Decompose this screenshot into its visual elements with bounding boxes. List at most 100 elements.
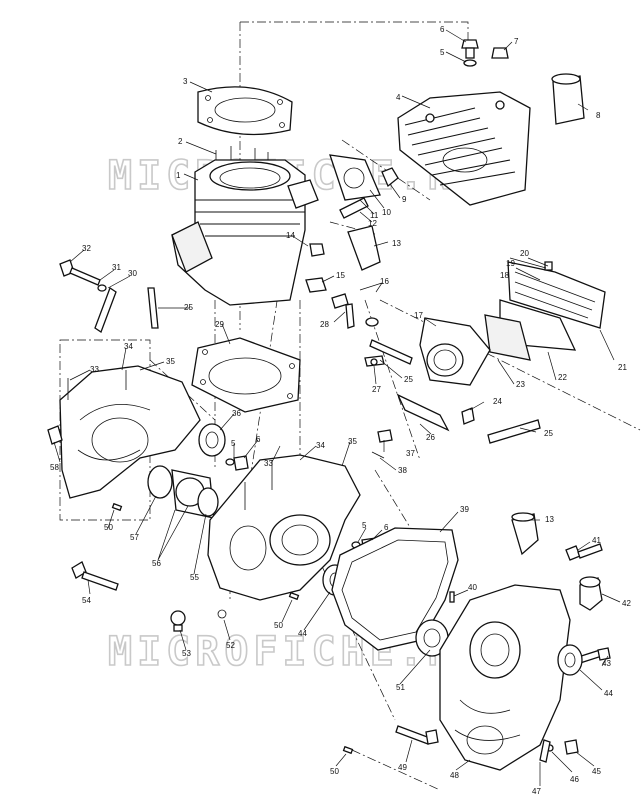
- callout-55: 55: [190, 573, 199, 582]
- callout-53: 53: [182, 649, 191, 658]
- callout-31: 31: [112, 263, 121, 272]
- callout-41: 41: [592, 536, 601, 545]
- callout-56: 56: [152, 559, 161, 568]
- base-gasket: [191, 337, 301, 413]
- callout-50-c: 50: [330, 767, 339, 776]
- callout-40: 40: [468, 583, 477, 592]
- callout-36: 36: [232, 409, 241, 418]
- callout-44-left: 44: [298, 629, 307, 638]
- bearing-seal-36: [198, 423, 226, 457]
- callout-45: 45: [592, 767, 601, 776]
- callout-38: 38: [398, 466, 407, 475]
- intake-clamps: [147, 287, 541, 444]
- callout-19: 19: [506, 259, 515, 268]
- callout-37: 37: [406, 449, 415, 458]
- callout-26: 26: [426, 433, 435, 442]
- callout-12: 12: [368, 219, 377, 228]
- crankshaft-bearings: [147, 465, 219, 519]
- callout-25-b: 25: [404, 375, 413, 384]
- callout-16: 16: [380, 277, 389, 286]
- cylinder-head: [397, 91, 531, 206]
- callout-6-center: 6: [256, 435, 261, 444]
- callout-6-top: 6: [440, 25, 445, 34]
- callout-23: 23: [516, 380, 525, 389]
- plug-53-washer-52: [71, 561, 227, 632]
- callout-24: 24: [493, 397, 502, 406]
- callout-9: 9: [402, 195, 407, 204]
- callout-5-center: 5: [231, 439, 236, 448]
- callout-25-a: 25: [184, 303, 193, 312]
- elbow-tube-lower: [511, 512, 539, 556]
- bolt-43-seal-44: [557, 644, 611, 676]
- callout-42: 42: [622, 599, 631, 608]
- callout-50-a: 50: [104, 523, 113, 532]
- callout-18: 18: [500, 271, 509, 280]
- callout-7: 7: [514, 37, 519, 46]
- callout-47: 47: [532, 787, 541, 796]
- callout-25-c: 25: [544, 429, 553, 438]
- callout-labels: 1 2 3 4 5 6 7 8 9 10 11 12 13 14 15 16 1…: [50, 25, 631, 796]
- callout-46: 46: [570, 775, 579, 784]
- callout-34-right: 34: [316, 441, 325, 450]
- callout-21: 21: [618, 363, 627, 372]
- callout-1: 1: [176, 171, 181, 180]
- coupling-hose: [551, 73, 585, 125]
- head-nut-stack: [461, 39, 509, 67]
- callout-39: 39: [460, 505, 469, 514]
- callout-52: 52: [226, 641, 235, 650]
- callout-58: 58: [50, 463, 59, 472]
- callout-10: 10: [382, 208, 391, 217]
- dowel-pins: [111, 502, 354, 755]
- callout-54: 54: [82, 596, 91, 605]
- pin-40: [449, 591, 455, 603]
- elbow-tube-top: [347, 225, 381, 271]
- callout-34-left: 34: [124, 342, 133, 351]
- intake-manifold: [419, 317, 491, 386]
- callout-5-top: 5: [440, 48, 445, 57]
- callout-33-right: 33: [264, 459, 273, 468]
- callout-35-left: 35: [166, 357, 175, 366]
- leader-lines: [53, 29, 621, 786]
- callout-15: 15: [336, 271, 345, 280]
- plug-37-38: [371, 429, 393, 459]
- callout-6-right: 6: [384, 523, 389, 532]
- head-gasket: [197, 86, 293, 136]
- left-bolts: [59, 259, 117, 333]
- callout-4: 4: [396, 93, 401, 102]
- callout-51: 51: [396, 683, 405, 692]
- reed-valve-assembly: [484, 261, 606, 361]
- bottom-fasteners: [395, 725, 579, 763]
- callout-20: 20: [520, 249, 529, 258]
- callout-50-b: 50: [274, 621, 283, 630]
- callout-14: 14: [286, 231, 295, 240]
- outer-cover-48: [439, 584, 571, 771]
- exhaust-gasket: [329, 154, 399, 219]
- crankcase-right: [207, 454, 361, 601]
- callout-48: 48: [450, 771, 459, 780]
- callout-3: 3: [183, 77, 188, 86]
- callout-33-left: 33: [90, 365, 99, 374]
- callout-22: 22: [558, 373, 567, 382]
- callout-13-lower: 13: [545, 515, 554, 524]
- bolt-41-fitting-42: [565, 543, 603, 611]
- callout-32: 32: [82, 244, 91, 253]
- callout-49: 49: [398, 763, 407, 772]
- fittings-cluster: [305, 243, 379, 329]
- callout-2: 2: [178, 137, 183, 146]
- callout-44-right: 44: [604, 689, 613, 698]
- callout-29: 29: [215, 320, 224, 329]
- callout-43: 43: [602, 659, 611, 668]
- callout-17: 17: [414, 311, 423, 320]
- callout-13-top: 13: [392, 239, 401, 248]
- callout-28: 28: [320, 320, 329, 329]
- cylinder: [171, 159, 319, 306]
- callout-57: 57: [130, 533, 139, 542]
- center-fasteners: [225, 455, 249, 471]
- callout-35-right: 35: [348, 437, 357, 446]
- callout-27: 27: [372, 385, 381, 394]
- callout-8: 8: [596, 111, 601, 120]
- callout-5-right: 5: [362, 521, 367, 530]
- callout-11: 11: [370, 211, 379, 220]
- callout-30: 30: [128, 269, 137, 278]
